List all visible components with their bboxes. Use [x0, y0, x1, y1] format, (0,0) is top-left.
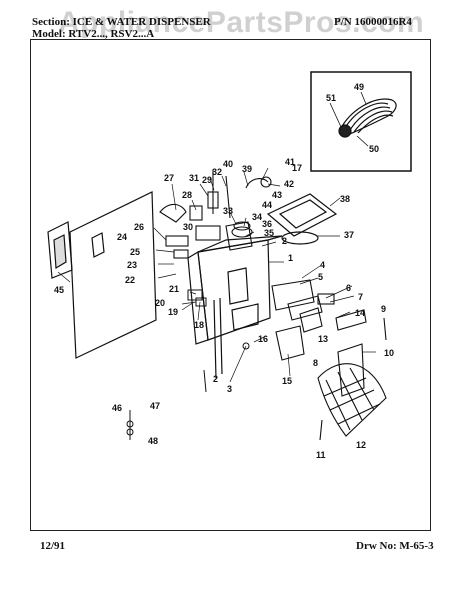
callout-label: 24: [117, 232, 127, 242]
callout-label: 36: [262, 219, 272, 229]
callout-label: 26: [134, 222, 144, 232]
callout-label: 14: [355, 308, 365, 318]
callout-label: 1: [288, 253, 293, 263]
callout-label: 43: [272, 190, 282, 200]
fasteners: [126, 289, 250, 440]
callout-label: 9: [381, 304, 386, 314]
callout-label: 20: [155, 298, 165, 308]
diagram-frame: [30, 39, 431, 531]
callout-label: 32: [212, 167, 222, 177]
callout-label: 21: [169, 284, 179, 294]
callout-label: 8: [313, 358, 318, 368]
callout-label: 2: [213, 374, 218, 384]
model-label: Model: RTV2..., RSV2...A: [32, 28, 155, 40]
dispenser-housing: [187, 235, 283, 379]
callout-label: 42: [284, 179, 294, 189]
door-panel: [47, 191, 157, 359]
callout-label: 30: [183, 222, 193, 232]
inset-heater-box: [310, 71, 412, 172]
callout-label: 12: [356, 440, 366, 450]
callout-label: 2: [282, 236, 287, 246]
footer-date: 12/91: [40, 540, 66, 552]
callout-label: 7: [358, 292, 363, 302]
callout-label: 3: [227, 384, 232, 394]
callout-label: 6: [346, 283, 351, 293]
callout-label: 28: [182, 190, 192, 200]
callout-label: 40: [223, 159, 233, 169]
callout-label: 13: [318, 334, 328, 344]
callout-label: 37: [344, 230, 354, 240]
callout-label: 35: [264, 228, 274, 238]
callout-label: 29: [202, 175, 212, 185]
callout-label: 50: [369, 144, 379, 154]
callout-label: 4: [320, 260, 325, 270]
section-label: Section: ICE & WATER DISPENSER: [32, 16, 211, 28]
callout-label: 48: [148, 436, 158, 446]
callout-label: 11: [316, 450, 326, 460]
callout-label: 23: [127, 260, 137, 270]
callout-labels: 1 2 2 3 4 5 6 7 8 9 10 11 12 13 14 15 16…: [54, 82, 394, 460]
leader-lines: [57, 167, 376, 383]
callout-label: 51: [326, 93, 336, 103]
callout-label: 38: [340, 194, 350, 204]
chute-frame: [266, 193, 338, 245]
callout-label: 41: [285, 157, 295, 167]
callout-label: 27: [164, 173, 174, 183]
callout-label: 33: [223, 206, 233, 216]
callout-label: 44: [262, 200, 272, 210]
upper-components: [159, 170, 272, 259]
callout-label: 45: [54, 285, 64, 295]
callout-label: 49: [354, 82, 364, 92]
callout-label: 5: [318, 272, 323, 282]
callout-label: 19: [168, 307, 178, 317]
part-number: P/N 16000016R4: [334, 16, 412, 28]
callout-label: 16: [258, 334, 268, 344]
callout-label: 46: [112, 403, 122, 413]
callout-label: 15: [282, 376, 292, 386]
switch-assembly: [271, 279, 387, 441]
callout-label: 17: [292, 163, 302, 173]
callout-label: 18: [194, 320, 204, 330]
callout-label: 47: [150, 401, 160, 411]
drawing-number: Drw No: M-65-3: [356, 540, 434, 552]
callout-label: 31: [189, 173, 199, 183]
watermark: AppliancePartsPros.com: [58, 6, 425, 39]
heater-coil: [338, 98, 397, 138]
callout-label: 25: [130, 247, 140, 257]
callout-label: 10: [384, 348, 394, 358]
callout-label: 39: [242, 164, 252, 174]
callout-label: 34: [252, 212, 262, 222]
callout-label: 22: [125, 275, 135, 285]
